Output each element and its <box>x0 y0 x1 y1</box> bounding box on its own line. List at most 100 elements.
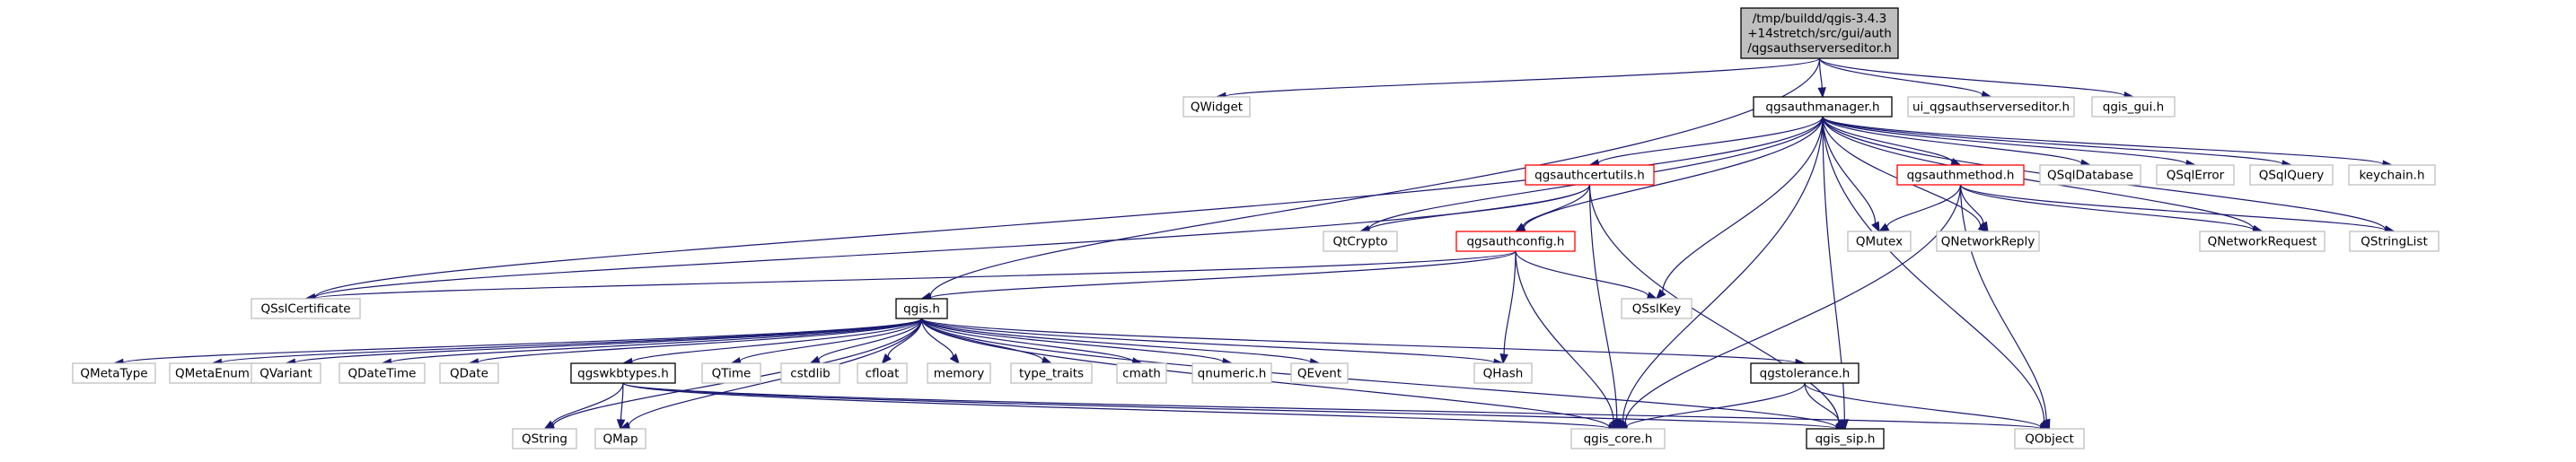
node-authconfig[interactable]: qgsauthconfig.h <box>1455 231 1576 252</box>
node-root[interactable]: /tmp/buildd/qgis-3.4.3+14stretch/src/gui… <box>1740 7 1899 59</box>
node-authmethod[interactable]: qgsauthmethod.h <box>1896 164 2025 186</box>
edge-line <box>294 318 923 363</box>
edge-authconfig-to-qsslcertificate <box>304 250 1517 303</box>
node-qmetatype: QMetaType <box>72 362 156 384</box>
node-label: ui_qgsauthserverseditor.h <box>1912 100 2070 114</box>
edge-root-to-ui_editor <box>1818 57 1992 100</box>
node-box <box>2349 231 2440 252</box>
node-cstdlib: cstdlib <box>780 362 840 384</box>
node-label: QHash <box>1483 366 1524 380</box>
node-box <box>927 362 991 384</box>
node-box <box>2156 164 2235 186</box>
edge-authmethod-to-qnetworkrequest <box>1959 184 2264 235</box>
node-qsqldatabase: QSqlDatabase <box>2039 164 2141 186</box>
edge-line <box>1822 116 2082 164</box>
node-qmap: QMap <box>594 428 646 449</box>
node-label: QMutex <box>1856 234 1903 248</box>
edge-line <box>818 318 923 361</box>
edge-qgis-to-wkbtypes <box>621 318 923 367</box>
edge-line <box>1959 184 1984 224</box>
node-box <box>439 362 499 384</box>
node-qgis_core: qgis_core.h <box>1570 428 1666 449</box>
edge-line <box>1959 184 2387 231</box>
node-label: QSqlDatabase <box>2047 168 2133 182</box>
edge-authmethod-to-qnetworkreply <box>1959 184 1989 233</box>
node-label: QDateTime <box>348 366 417 380</box>
node-cfloat: cfloat <box>857 362 908 384</box>
edge-line <box>1804 382 2042 428</box>
edge-line <box>1622 116 1824 422</box>
node-qevent: QEvent <box>1290 362 1349 384</box>
node-box <box>895 298 948 319</box>
node-qtcrypto: QtCrypto <box>1323 231 1398 252</box>
edge-line <box>1822 116 2255 230</box>
node-box <box>1896 164 2025 186</box>
edge-qgis-to-qmetatype <box>112 318 923 368</box>
node-label: QtCrypto <box>1332 234 1387 248</box>
node-label: +14stretch/src/gui/auth <box>1747 26 1892 40</box>
node-qstring: QString <box>512 428 577 449</box>
node-qwidget: QWidget <box>1182 96 1251 118</box>
node-box <box>594 428 646 449</box>
node-label: qgis_core.h <box>1584 431 1653 446</box>
edge-line <box>1822 116 2187 165</box>
node-box <box>570 362 676 384</box>
node-box <box>2348 164 2436 186</box>
node-box <box>701 362 761 384</box>
edge-line <box>1515 250 1614 422</box>
node-label: QMap <box>602 431 637 446</box>
edge-line <box>920 318 1495 363</box>
node-label: QStringList <box>2361 234 2428 248</box>
node-label: qgsauthmethod.h <box>1907 168 2015 182</box>
node-box <box>2039 164 2141 186</box>
edge-arrowhead <box>1877 222 1890 232</box>
node-box <box>1525 164 1655 186</box>
edge-line <box>929 250 1517 299</box>
edge-line <box>920 318 1837 429</box>
node-label: cstdlib <box>790 366 830 380</box>
edge-line <box>920 318 1224 363</box>
node-label: QSslKey <box>1632 301 1681 316</box>
node-box <box>1847 231 1912 252</box>
edge-line <box>313 250 1517 300</box>
edge-authmethod-to-qobject <box>1959 184 2051 431</box>
edge-arrowhead <box>1656 289 1666 300</box>
edge-line <box>920 318 1134 362</box>
nodes-layer: /tmp/buildd/qgis-3.4.3+14stretch/src/gui… <box>72 7 2440 449</box>
edge-authmethod-to-qstringlist <box>1959 184 2396 235</box>
node-box <box>251 298 361 319</box>
node-label: QEvent <box>1297 366 1341 380</box>
node-tolerance[interactable]: qgstolerance.h <box>1750 362 1859 384</box>
edge-root-to-qwidget <box>1215 57 1821 101</box>
node-label: qgis_gui.h <box>2103 100 2164 114</box>
node-box <box>1907 96 2075 118</box>
node-box <box>1473 362 1533 384</box>
edge-authmanager-to-qsslkey <box>1656 116 1824 300</box>
edge-line <box>1523 116 1824 229</box>
edge-line <box>1822 116 1877 224</box>
edge-line <box>920 318 1797 364</box>
node-label: QDate <box>450 366 488 380</box>
node-qsslkey: QSslKey <box>1621 298 1692 319</box>
node-qgis[interactable]: qgis.h <box>895 298 948 319</box>
node-label: QSqlError <box>2167 168 2225 182</box>
node-label: qgis.h <box>903 301 940 316</box>
node-box <box>1740 7 1899 59</box>
edge-arrowhead <box>1979 221 1989 233</box>
node-cmath: cmath <box>1116 362 1167 384</box>
node-qsqlerror: QSqlError <box>2156 164 2235 186</box>
node-certutils[interactable]: qgsauthcertutils.h <box>1525 164 1655 186</box>
node-label: QMetaType <box>80 366 147 380</box>
node-label: QObject <box>2025 431 2074 446</box>
edge-qgis-to-qhash <box>920 318 1505 367</box>
node-label: cfloat <box>866 366 900 380</box>
edge-qgis-to-qnumeric <box>920 318 1234 367</box>
node-label: QSqlQuery <box>2259 168 2325 182</box>
edge-authmanager-to-qsqlerror <box>1822 116 2197 169</box>
edge-line <box>1822 116 2045 422</box>
node-authmanager[interactable]: qgsauthmanager.h <box>1753 96 1893 118</box>
node-box <box>1806 428 1885 449</box>
node-box <box>1753 96 1893 118</box>
node-wkbtypes[interactable]: qgswkbtypes.h <box>570 362 676 384</box>
node-qgis_sip[interactable]: qgis_sip.h <box>1806 428 1885 449</box>
